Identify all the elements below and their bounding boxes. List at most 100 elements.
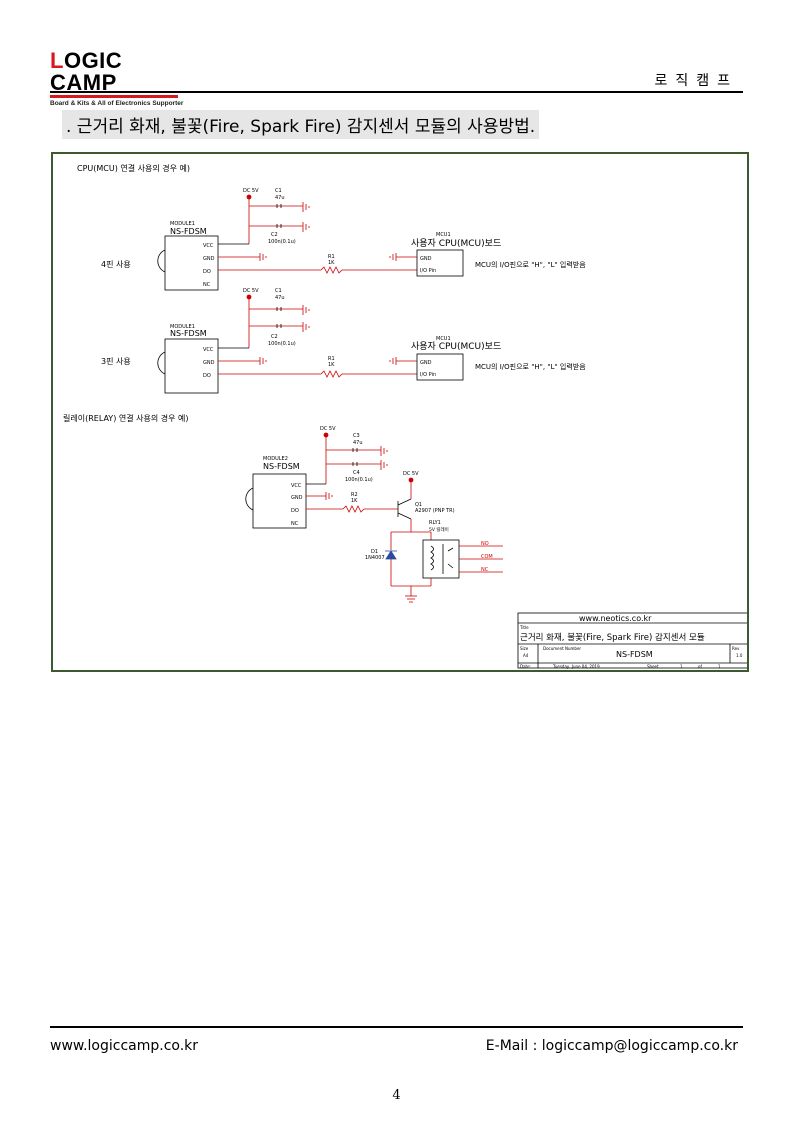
tb-rev-label: Rev — [732, 646, 740, 651]
b-power-label: DC 5V — [243, 288, 259, 294]
a-r-ref: R1 — [328, 254, 335, 260]
tb-date-val: Tuesday, June 04, 2019 — [552, 664, 600, 669]
c-c3-ref: C3 — [353, 433, 360, 439]
b-pin-vcc: VCC — [203, 347, 214, 353]
b-mcu-box — [416, 353, 464, 381]
tb-rev-val: 1.0 — [736, 653, 743, 658]
tb-sheet-total: 1 — [718, 664, 721, 669]
logo: LOGIC CAMP Board & Kits & All of Electro… — [50, 50, 184, 107]
a-c2-ref: C2 — [271, 232, 278, 238]
a-mcu-ref: MCU1 — [436, 232, 451, 238]
b-module-box — [164, 338, 219, 394]
b-c1-ref: C1 — [275, 288, 282, 294]
b-c1-val: 47u — [275, 295, 285, 301]
b-mcu-gnd: GND — [420, 360, 432, 366]
c-rly-ref: RLY1 — [429, 520, 441, 526]
logo-tagline: Board & Kits & All of Electronics Suppor… — [50, 100, 184, 107]
c-d-ref: D1 — [371, 549, 378, 555]
a-c2-val: 100n(0.1u) — [268, 239, 296, 245]
a-power-label: DC 5V — [243, 188, 259, 194]
b-module-ref: MODULE1 — [170, 324, 195, 330]
tb-size-label: Size — [520, 646, 529, 651]
a-module-box — [164, 235, 219, 291]
schematic-frame: CPU(MCU) 연결 사용의 경우 예) DC 5V C1 47u C2 10… — [51, 152, 749, 672]
footer-divider — [50, 1026, 743, 1028]
section2-title: 릴레이(RELAY) 연결 사용의 경우 예) — [63, 413, 189, 423]
a-sensor-lens — [157, 249, 166, 273]
section1-title: CPU(MCU) 연결 사용의 경우 예) — [77, 163, 190, 173]
b-mcu-note: MCU의 I/O핀으로 "H", "L" 입력받음 — [475, 362, 586, 371]
logo-rest: OGIC CAMP — [50, 48, 123, 95]
tb-size-val: A4 — [523, 653, 529, 658]
a-c1-val: 47u — [275, 195, 285, 201]
c-sensor-lens — [245, 487, 254, 511]
b-pin-gnd: GND — [203, 360, 215, 366]
page-number: 4 — [392, 1088, 401, 1103]
c-q-val: A2907 (PNP TR) — [415, 508, 455, 514]
logo-wordmark: LOGIC CAMP — [50, 50, 182, 94]
c-contact-no: NO — [481, 541, 489, 547]
c-q-ref: Q1 — [415, 502, 422, 508]
tb-title-label: Title — [519, 625, 529, 630]
a-pin-gnd: GND — [203, 256, 215, 262]
c-c4-val: 100n(0.1u) — [345, 477, 373, 483]
a-pin-do: DO — [203, 269, 211, 275]
b-r-val: 1K — [328, 362, 335, 368]
tb-of-label: of — [698, 664, 702, 669]
b-r-ref: R1 — [328, 356, 335, 362]
b-c2-ref: C2 — [271, 334, 278, 340]
a-pin-nc: NC — [203, 282, 211, 288]
b-mcu-ref: MCU1 — [436, 336, 451, 342]
c-r-val: 1K — [351, 498, 358, 504]
c-power1-node — [323, 432, 329, 438]
schematic-diagram: CPU(MCU) 연결 사용의 경우 예) DC 5V C1 47u C2 10… — [63, 163, 747, 669]
tb-title-text: 근거리 화재, 불꽃(Fire, Spark Fire) 감지센서 모듈 — [520, 632, 705, 643]
c-contact-nc: NC — [481, 567, 489, 573]
c-pin-gnd: GND — [291, 495, 303, 501]
c-r-ref: R2 — [351, 492, 358, 498]
c-power2-node — [408, 477, 414, 483]
c-module-box — [252, 473, 307, 529]
tb-website: www.neotics.co.kr — [579, 614, 652, 623]
relay-box — [422, 539, 460, 579]
c-power2-label: DC 5V — [403, 471, 419, 477]
a-mcu-io: I/O Pin — [420, 268, 436, 274]
a-mcu-note: MCU의 I/O핀으로 "H", "L" 입력받음 — [475, 260, 586, 269]
title-block — [517, 612, 747, 669]
b-c2-val: 100n(0.1u) — [268, 341, 296, 347]
a-module-name: NS-FDSM — [170, 227, 207, 236]
header-divider — [50, 91, 743, 93]
b-mcu-io: I/O Pin — [420, 372, 436, 378]
page-title: . 근거리 화재, 불꽃(Fire, Spark Fire) 감지센서 모듈의 … — [62, 110, 540, 139]
logo-first-letter: L — [50, 48, 64, 73]
tb-sheet-num: 1 — [680, 664, 683, 669]
c-d-val: 1N4007 — [365, 555, 385, 561]
a-power-node — [246, 194, 252, 200]
a-mcu-box — [416, 249, 464, 277]
c-module-ref: MODULE2 — [263, 456, 288, 462]
c-power1-label: DC 5V — [320, 426, 336, 432]
a-module-ref: MODULE1 — [170, 221, 195, 227]
a-c1-ref: C1 — [275, 188, 282, 194]
tb-date-label: Date: — [520, 664, 531, 669]
b-pin-do: DO — [203, 373, 211, 379]
c-pin-nc: NC — [291, 521, 299, 527]
b-module-name: NS-FDSM — [170, 329, 207, 338]
b-sensor-lens — [157, 351, 166, 375]
a-mcu-gnd: GND — [420, 256, 432, 262]
header-right-text: 로직캠프 — [654, 73, 738, 89]
tb-docnum-val: NS-FDSM — [616, 650, 653, 659]
a-r-val: 1K — [328, 260, 335, 266]
b-power-node — [246, 294, 252, 300]
logo-underline — [50, 95, 178, 98]
c-rly-val: 5V 릴레이 — [429, 526, 449, 533]
a-side-label: 4핀 사용 — [101, 260, 131, 269]
c-pin-do: DO — [291, 508, 299, 514]
footer-email: E-Mail : logiccamp@logiccamp.co.kr — [485, 1038, 738, 1054]
relay-coil — [430, 545, 434, 571]
tb-docnum-label: Document Number — [543, 646, 581, 651]
a-pin-vcc: VCC — [203, 243, 214, 249]
c-contact-com: COM — [481, 554, 493, 560]
c-pin-vcc: VCC — [291, 483, 302, 489]
tb-sheet-label: Sheet — [647, 664, 659, 669]
